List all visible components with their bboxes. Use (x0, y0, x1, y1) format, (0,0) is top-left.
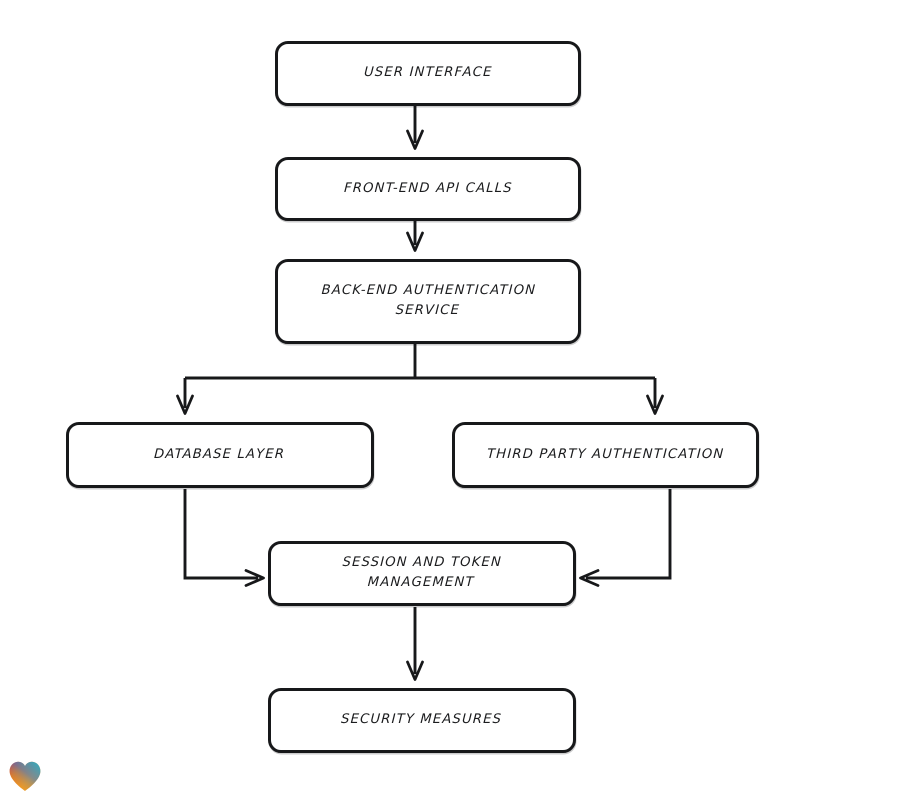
node-third-party-authentication[interactable]: THIRD PARTY AUTHENTICATION (452, 422, 759, 488)
node-label: SECURITY MEASURES (341, 712, 503, 728)
edge-backend-auth-split-bar (185, 344, 655, 380)
edge-user-interface-to-frontend-api (406, 106, 424, 150)
edge-session-token-to-security (406, 607, 424, 681)
node-label: USER INTERFACE (363, 65, 493, 81)
heart-icon (9, 761, 41, 791)
node-label: DATABASE LAYER (154, 446, 286, 462)
edge-backend-auth-to-database-layer (176, 378, 194, 415)
node-label: FRONT-END API CALLS (343, 180, 513, 196)
edge-database-layer-to-session-token (183, 489, 265, 587)
node-label: BACK-END AUTHENTICATION SERVICE (320, 283, 537, 319)
node-security-measures[interactable]: SECURITY MEASURES (268, 688, 576, 753)
node-frontend-api-calls[interactable]: FRONT-END API CALLS (275, 157, 581, 221)
node-backend-authentication-service[interactable]: BACK-END AUTHENTICATION SERVICE (275, 259, 581, 344)
node-label: SESSION AND TOKEN MANAGEMENT (342, 555, 503, 591)
edge-third-party-auth-to-session-token (579, 489, 672, 587)
node-session-and-token-management[interactable]: SESSION AND TOKEN MANAGEMENT (268, 541, 576, 606)
node-database-layer[interactable]: DATABASE LAYER (66, 422, 374, 488)
edge-backend-auth-to-third-party-auth (646, 378, 664, 415)
node-user-interface[interactable]: USER INTERFACE (275, 41, 581, 106)
node-label: THIRD PARTY AUTHENTICATION (486, 446, 725, 462)
edge-frontend-api-to-backend-auth (406, 221, 424, 252)
